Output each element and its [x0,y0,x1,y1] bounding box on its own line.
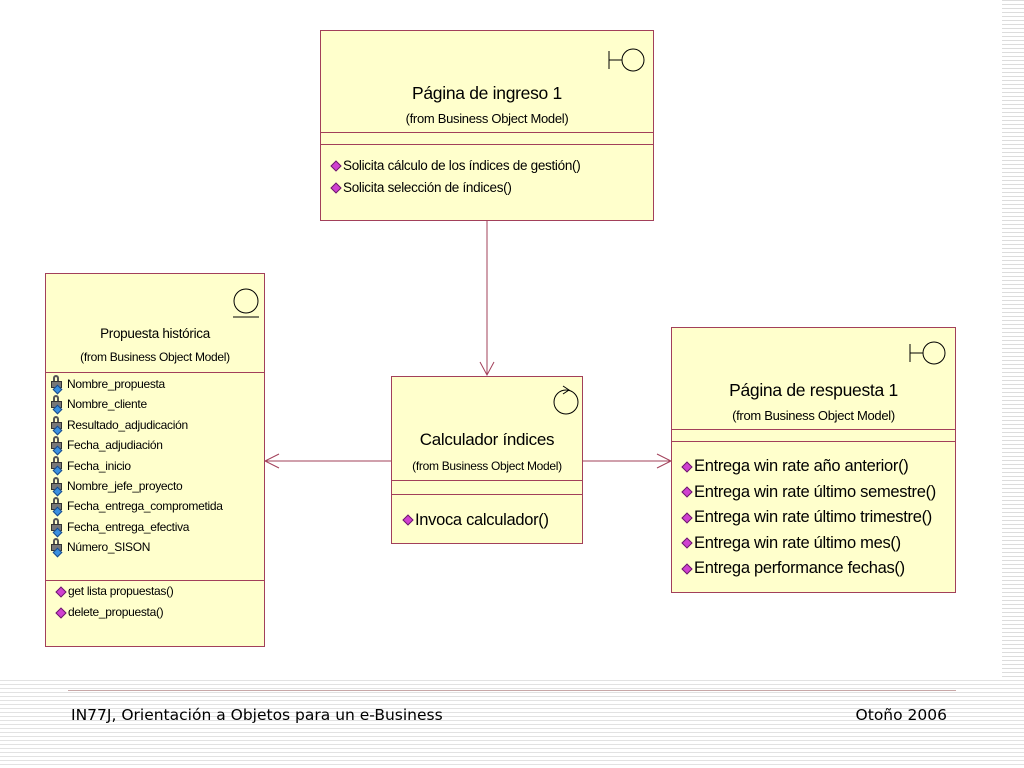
operations-compartment: get lista propuestas() delete_propuesta(… [46,581,264,623]
attribute-label: Fecha_inicio [67,458,131,473]
class-propuesta-historica[interactable]: Propuesta histórica (from Business Objec… [45,273,265,647]
operation-label: delete_propuesta() [68,605,164,619]
operation-icon [681,537,693,549]
bottom-stripe-decoration [0,680,1024,768]
operation-label: Invoca calculador() [415,511,549,529]
operation-row: Entrega win rate año anterior() [681,454,955,480]
attribute-row: Nombre_cliente [50,394,264,415]
operation-label: get lista propuestas() [68,584,174,598]
class-name: Propuesta histórica [100,326,210,341]
operation-label: Entrega win rate último mes() [694,533,901,552]
class-name: Página de ingreso 1 [412,83,562,103]
attribute-label: Fecha_entrega_comprometida [67,499,223,514]
attribute-row: Nombre_jefe_proyecto [50,476,264,497]
class-calculador-indices[interactable]: Calculador índices (from Business Object… [391,376,583,544]
attribute-row: Fecha_entrega_comprometida [50,496,264,517]
operation-row: Entrega win rate último mes() [681,531,955,557]
attribute-row: Fecha_inicio [50,456,264,476]
attribute-row: Resultado_adjudicación [50,415,264,435]
attribute-label: Fecha_adjudiación [67,438,163,453]
operation-icon [681,563,693,575]
operation-icon [55,606,67,619]
attribute-label: Nombre_jefe_proyecto [67,479,183,494]
operation-label: Entrega performance fechas() [694,559,905,577]
control-icon [553,385,579,415]
operation-icon [330,182,342,194]
attributes-compartment: Nombre_propuesta Nombre_cliente Resultad… [46,373,264,581]
boundary-icon [909,341,946,365]
class-header: Página de respuesta 1 (from Business Obj… [672,328,955,430]
lock-icon [50,395,64,415]
attributes-compartment [392,481,582,495]
footer-divider [68,690,956,691]
attributes-compartment [672,430,955,442]
attribute-label: Número_SISON [67,540,151,555]
operation-label: Solicita cálculo de los índices de gesti… [343,158,581,173]
attribute-row: Fecha_adjudiación [50,435,264,456]
boundary-icon [608,48,645,72]
operation-icon [330,160,342,172]
operation-row: delete_propuesta() [55,602,264,623]
operation-icon [681,512,693,524]
attribute-label: Resultado_adjudicación [67,417,188,432]
operation-row: Solicita cálculo de los índices de gesti… [330,155,653,177]
lock-icon [50,517,64,537]
operation-icon [681,461,693,473]
class-header: Propuesta histórica (from Business Objec… [46,274,264,373]
attribute-label: Nombre_cliente [67,397,147,412]
lock-icon [50,374,64,395]
attributes-compartment [321,133,653,145]
class-package: (from Business Object Model) [732,408,895,423]
operations-compartment: Entrega win rate año anterior() Entrega … [672,442,955,582]
operation-row: Solicita selección de índices() [330,177,653,199]
operation-row: Invoca calculador() [402,509,582,531]
operations-compartment: Invoca calculador() [392,495,582,531]
lock-icon [50,435,64,456]
attribute-label: Nombre_propuesta [67,377,165,391]
attribute-label: Fecha_entrega_efectiva [67,519,190,534]
lock-icon [50,497,64,517]
operation-icon [681,486,693,498]
attribute-row: Nombre_propuesta [50,374,264,395]
operations-compartment: Solicita cálculo de los índices de gesti… [321,145,653,199]
operation-label: Entrega win rate año anterior() [694,457,909,475]
operation-label: Solicita selección de índices() [343,180,512,195]
operation-row: Entrega win rate último semestre() [681,480,955,506]
class-header: Calculador índices (from Business Object… [392,377,582,481]
ingreso-to-calculador-arrowhead [479,361,495,377]
lock-icon [50,456,64,476]
operation-label: Entrega win rate último trimestre() [694,508,932,526]
class-header: Página de ingreso 1 (from Business Objec… [321,31,653,133]
entity-icon [233,288,259,318]
class-name: Calculador índices [419,430,555,449]
class-name: Página de respuesta 1 [729,380,898,400]
operation-icon [402,514,414,526]
class-package: (from Business Object Model) [80,350,230,364]
class-pagina-respuesta[interactable]: Página de respuesta 1 (from Business Obj… [671,327,956,593]
operation-icon [55,585,67,598]
operation-row: Entrega performance fechas() [681,556,955,582]
lock-icon [50,537,64,558]
operation-label: Entrega win rate último semestre() [694,482,936,501]
attribute-row: Fecha_entrega_efectiva [50,517,264,537]
attribute-row: Número_SISON [50,537,264,558]
lock-icon [50,415,64,435]
footer-course-title: IN77J, Orientación a Objetos para un e-B… [71,706,443,724]
operation-row: get lista propuestas() [55,581,264,602]
operation-row: Entrega win rate último trimestre() [681,505,955,531]
calculador-to-propuesta-arrowhead [263,453,280,469]
class-pagina-ingreso[interactable]: Página de ingreso 1 (from Business Objec… [320,30,654,221]
footer-term: Otoño 2006 [855,706,947,724]
right-stripe-decoration [1002,0,1024,680]
lock-icon [50,476,64,497]
class-package: (from Business Object Model) [412,459,562,473]
class-package: (from Business Object Model) [405,111,569,126]
